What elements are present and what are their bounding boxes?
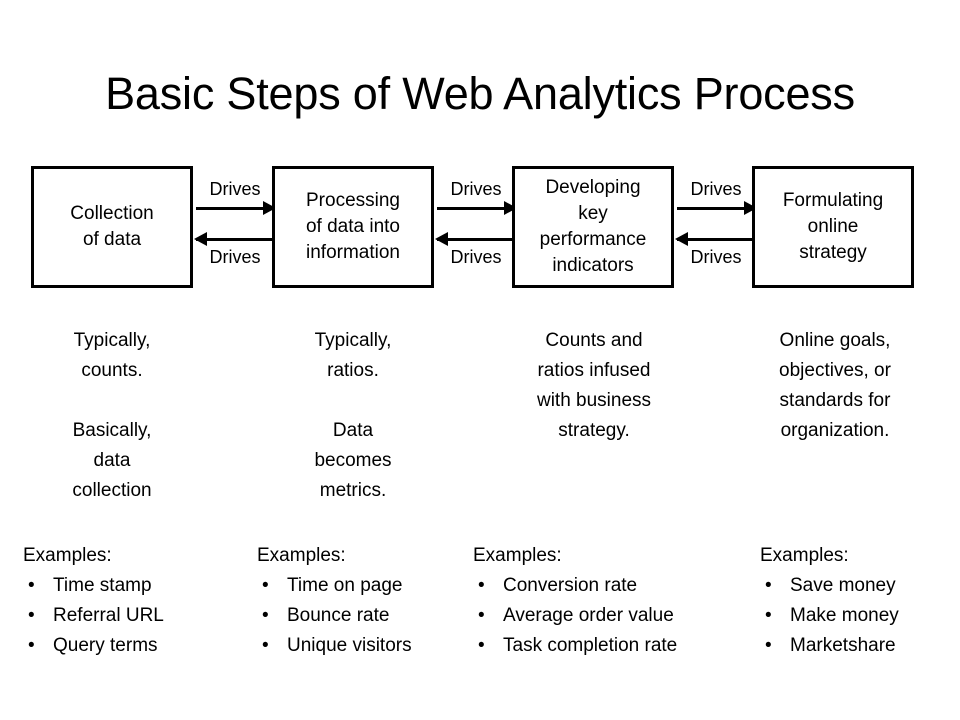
list-item: • Query terms: [23, 631, 164, 661]
connector-processing-to-kpi: Drives Drives: [435, 166, 517, 288]
connector-backward-label: Drives: [209, 247, 261, 267]
list-item: • Make money: [760, 601, 899, 631]
bullet-icon: •: [28, 605, 35, 626]
bullet-icon: •: [262, 635, 269, 656]
process-step-label: Developing key performance indicators: [539, 177, 647, 276]
list-item-label: Query terms: [53, 635, 158, 656]
connector-backward-label: Drives: [450, 247, 502, 267]
description-column-strategy: Online goals, objectives, or standards f…: [740, 326, 930, 446]
arrow-forward-line: [196, 207, 274, 210]
connector-forward-label: Drives: [209, 179, 261, 199]
list-item: • Task completion rate: [473, 631, 677, 661]
examples-heading: Examples:: [760, 545, 849, 566]
process-flow-diagram: Collection of data Drives Drives Process…: [0, 166, 960, 290]
list-item: • Conversion rate: [473, 571, 677, 601]
examples-heading: Examples:: [473, 545, 562, 566]
list-item-label: Unique visitors: [287, 635, 412, 656]
process-step-label: Collection of data: [70, 203, 154, 250]
connector-forward-label: Drives: [450, 179, 502, 199]
list-item-label: Time stamp: [53, 575, 152, 596]
arrow-left-head-icon: [435, 232, 448, 246]
list-item: • Save money: [760, 571, 899, 601]
page-title: Basic Steps of Web Analytics Process: [105, 68, 855, 120]
bullet-icon: •: [28, 575, 35, 596]
examples-column-strategy: Examples: • Save money • Make money • Ma…: [760, 541, 899, 661]
list-item-label: Make money: [790, 605, 899, 626]
examples-list: • Save money • Make money • Marketshare: [760, 571, 899, 661]
connector-kpi-to-strategy: Drives Drives: [675, 166, 757, 288]
examples-list: • Time on page • Bounce rate • Unique vi…: [257, 571, 412, 661]
arrow-backward-line: [677, 238, 755, 241]
list-item: • Time stamp: [23, 571, 164, 601]
arrow-left-head-icon: [194, 232, 207, 246]
list-item-label: Average order value: [503, 605, 674, 626]
list-item-label: Conversion rate: [503, 575, 638, 596]
description-column-kpi: Counts and ratios infused with business …: [499, 326, 689, 446]
list-item: • Unique visitors: [257, 631, 412, 661]
process-step-box-kpi[interactable]: Developing key performance indicators: [512, 166, 674, 288]
description-paragraph: Typically, ratios.: [314, 330, 392, 381]
arrow-backward-line: [196, 238, 274, 241]
list-item: • Bounce rate: [257, 601, 412, 631]
bullet-icon: •: [765, 575, 772, 596]
bullet-icon: •: [478, 605, 485, 626]
description-column-processing: Typically, ratios. Data becomes metrics.: [258, 326, 448, 506]
arrow-forward-line: [437, 207, 515, 210]
bullet-icon: •: [765, 635, 772, 656]
arrow-left-head-icon: [675, 232, 688, 246]
bullet-icon: •: [478, 575, 485, 596]
description-paragraph: Typically, counts.: [73, 330, 151, 381]
bullet-icon: •: [262, 605, 269, 626]
process-step-box-strategy[interactable]: Formulating online strategy: [752, 166, 914, 288]
list-item: • Referral URL: [23, 601, 164, 631]
process-step-label: Formulating online strategy: [782, 190, 884, 263]
examples-column-processing: Examples: • Time on page • Bounce rate •…: [257, 541, 412, 661]
description-paragraph: Basically, data collection: [72, 420, 152, 501]
list-item-label: Bounce rate: [287, 605, 390, 626]
examples-heading: Examples:: [257, 545, 346, 566]
list-item: • Marketshare: [760, 631, 899, 661]
list-item-label: Task completion rate: [503, 635, 678, 656]
examples-column-kpi: Examples: • Conversion rate • Average or…: [473, 541, 677, 661]
description-paragraph: Counts and ratios infused with business …: [536, 330, 652, 441]
description-paragraph: Online goals, objectives, or standards f…: [779, 330, 891, 441]
arrow-backward-line: [437, 238, 515, 241]
bullet-icon: •: [765, 605, 772, 626]
examples-column-collection: Examples: • Time stamp • Referral URL • …: [23, 541, 164, 661]
arrow-forward-line: [677, 207, 755, 210]
examples-list: • Time stamp • Referral URL • Query term…: [23, 571, 164, 661]
connector-collection-to-processing: Drives Drives: [194, 166, 276, 288]
bullet-icon: •: [28, 635, 35, 656]
process-step-box-collection[interactable]: Collection of data: [31, 166, 193, 288]
list-item-label: Marketshare: [790, 635, 896, 656]
examples-heading: Examples:: [23, 545, 112, 566]
examples-list: • Conversion rate • Average order value …: [473, 571, 677, 661]
list-item-label: Save money: [790, 575, 896, 596]
process-step-box-processing[interactable]: Processing of data into information: [272, 166, 434, 288]
description-paragraph: Data becomes metrics.: [314, 420, 392, 501]
list-item-label: Time on page: [287, 575, 403, 596]
list-item-label: Referral URL: [53, 605, 164, 626]
connector-backward-label: Drives: [690, 247, 742, 267]
description-column-collection: Typically, counts. Basically, data colle…: [17, 326, 207, 506]
bullet-icon: •: [478, 635, 485, 656]
process-step-label: Processing of data into information: [305, 190, 401, 263]
connector-forward-label: Drives: [690, 179, 742, 199]
bullet-icon: •: [262, 575, 269, 596]
list-item: • Average order value: [473, 601, 677, 631]
list-item: • Time on page: [257, 571, 412, 601]
